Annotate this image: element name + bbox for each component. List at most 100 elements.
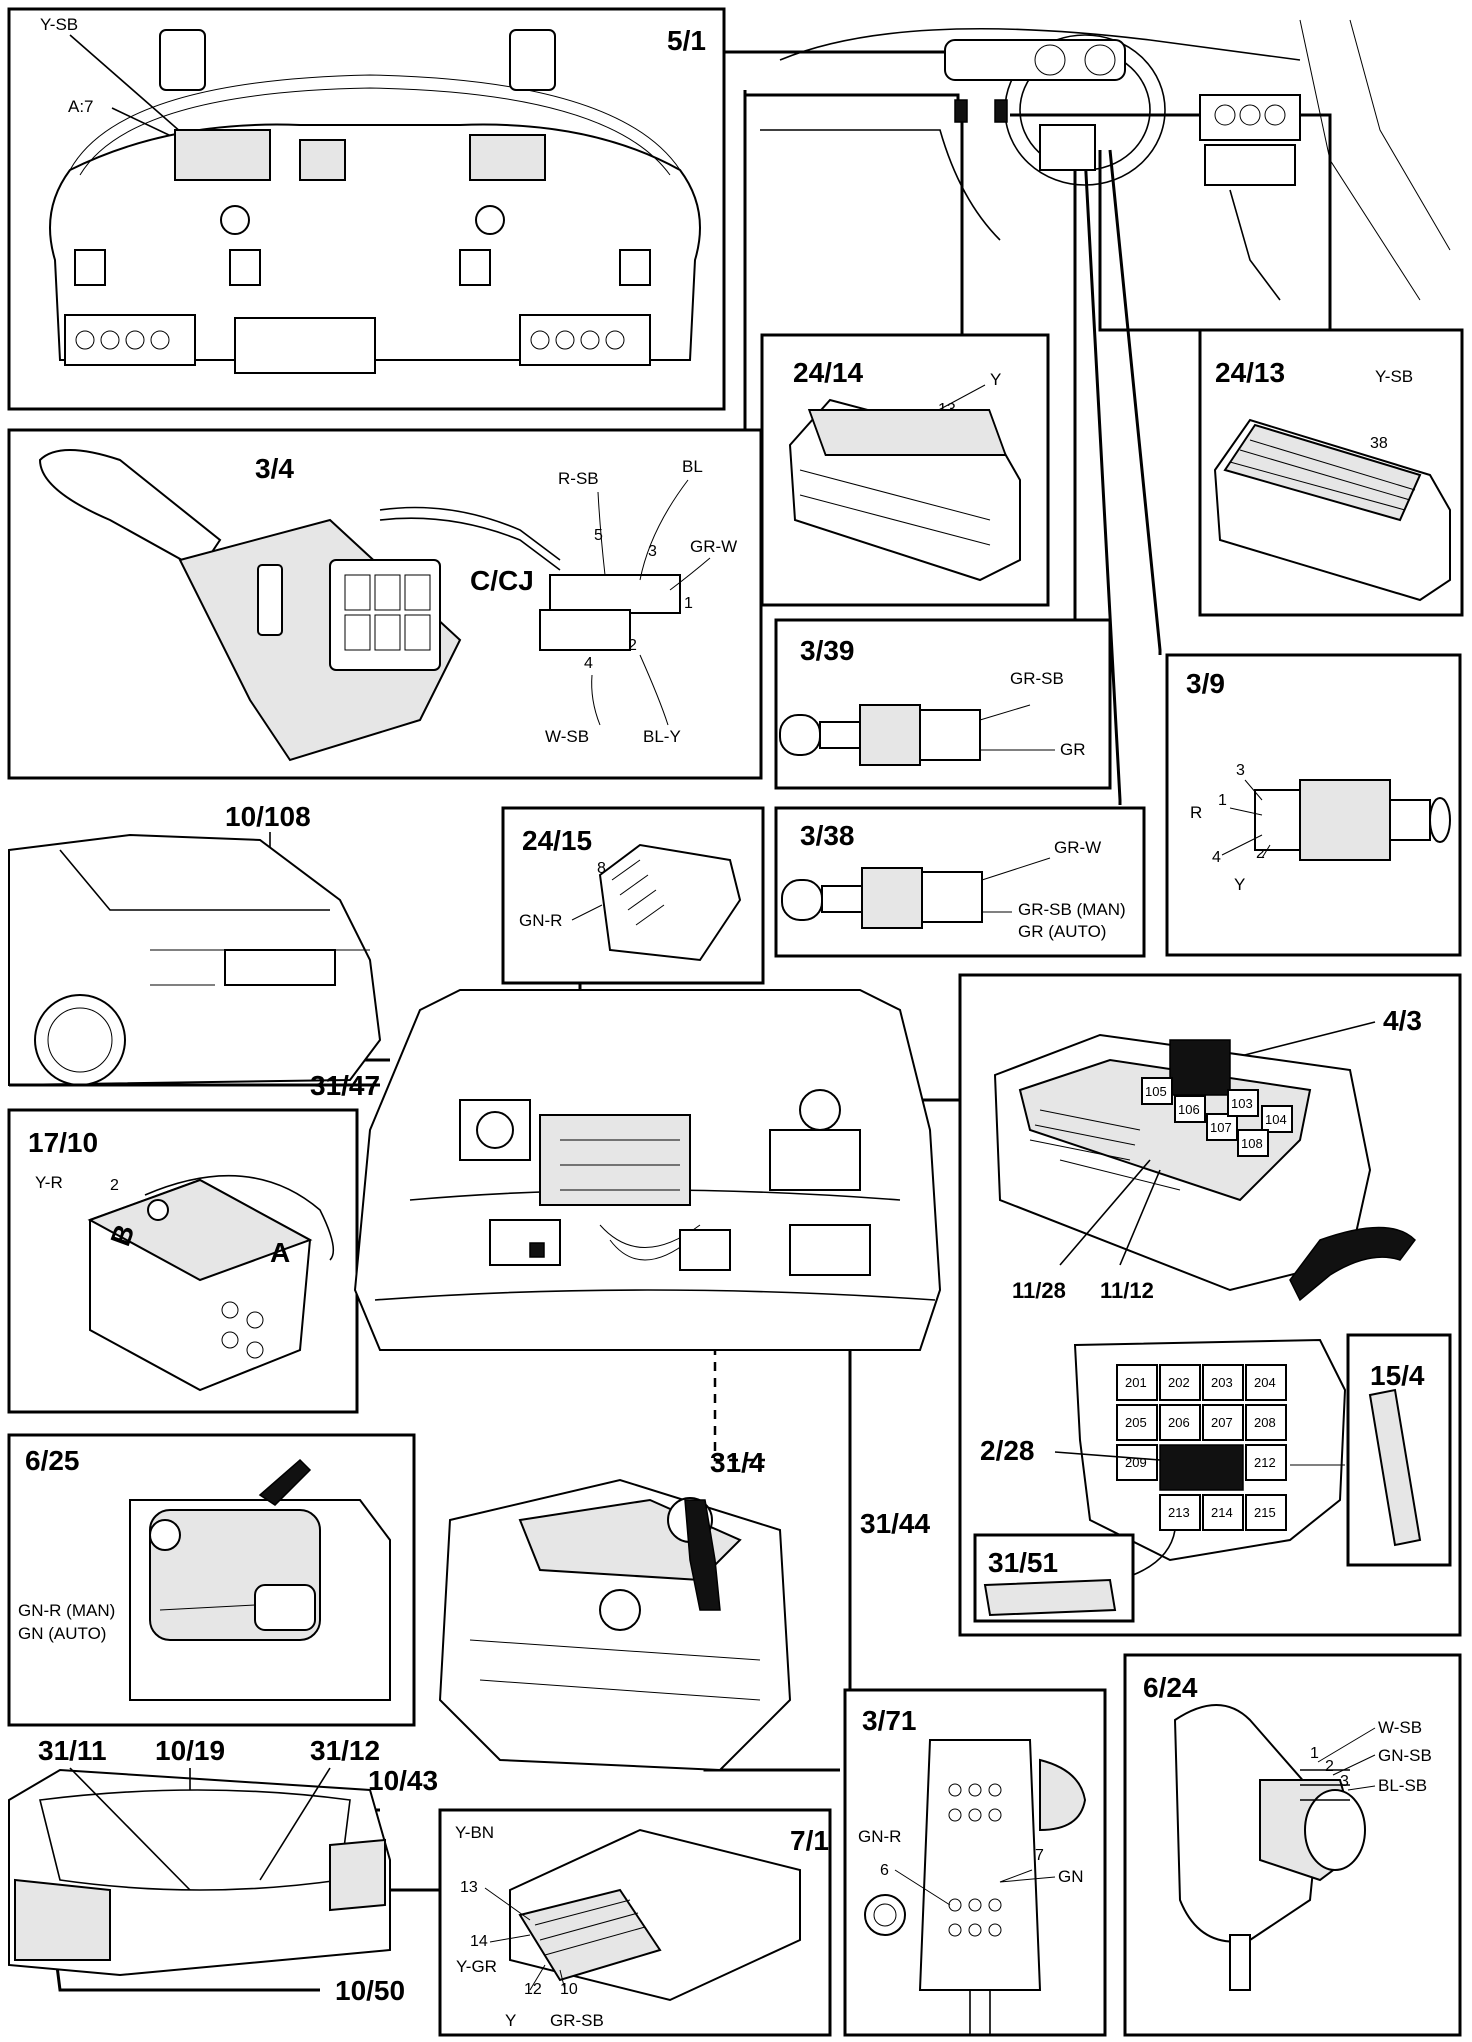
relay-215: 215 [1254, 1505, 1276, 1520]
cu-wire-y: Y [505, 2011, 516, 2030]
relay-214: 214 [1211, 1505, 1233, 1520]
sensor-pin-3: 3 [1340, 1773, 1349, 1790]
speedo-wire-gn-auto: GN (AUTO) [18, 1624, 106, 1643]
cluster-connector-left [64, 314, 196, 366]
relay-201: 201 [1125, 1375, 1147, 1390]
s39-wire-r: R [1190, 803, 1202, 822]
fuse-105: 105 [1145, 1084, 1167, 1099]
stalk-wire-bl: BL [682, 457, 703, 476]
abs-pin-2: 2 [110, 1177, 119, 1194]
relay-213: 213 [1168, 1505, 1190, 1520]
ref-10-19: 10/19 [155, 1735, 225, 1766]
selector-pin-7: 7 [1035, 1847, 1044, 1864]
fuse-11-12-label: 11/12 [1100, 1278, 1154, 1303]
cu-wire-gr-sb: GR-SB [550, 2011, 604, 2030]
ref-10-50: 10/50 [335, 1975, 405, 2006]
s338-wire-gr-sb-man: GR-SB (MAN) [1018, 900, 1126, 919]
ref-7-1: 7/1 [790, 1825, 829, 1856]
ref-31-11: 31/11 [38, 1735, 107, 1766]
relay-204: 204 [1254, 1375, 1276, 1390]
gearbox-sketch: 31/4 31/44 [438, 1447, 930, 1772]
s39-pin-4: 4 [1212, 849, 1221, 866]
ref-4-3: 4/3 [1383, 1005, 1422, 1036]
fuse-11-28-label: 11/28 [1012, 1278, 1066, 1303]
selector-wire-gn-r: GN-R [858, 1827, 901, 1846]
cu-pin-10: 10 [560, 1981, 578, 1998]
sensor-pin-2: 2 [1325, 1758, 1334, 1775]
relay-208: 208 [1254, 1415, 1276, 1430]
ref-3-71: 3/71 [862, 1705, 917, 1736]
sensor-wire-w-sb: W-SB [1378, 1718, 1422, 1737]
s39-pin-2: 2 [1256, 845, 1265, 862]
relay-206: 206 [1168, 1415, 1190, 1430]
s39-pin-1: 1 [1218, 792, 1227, 809]
selector-pin-6: 6 [880, 1862, 889, 1879]
stalk-pin-1: 1 [684, 595, 693, 612]
relay-grid: 201 202 203 204 205 206 207 208 209 212 … [1116, 1364, 1287, 1531]
ref-24-15: 24/15 [522, 825, 592, 856]
stalk-pin-3: 3 [648, 543, 657, 560]
fuse-108: 108 [1241, 1136, 1263, 1151]
ref-10-43: 10/43 [368, 1765, 438, 1796]
relay-212: 212 [1254, 1455, 1276, 1470]
panel-switch-3-38: 3/38 GR-W GR-SB (MAN) GR (AUTO) [774, 806, 1146, 958]
ref-24-13: 24/13 [1215, 357, 1285, 388]
cluster-pin-label: A:7 [68, 97, 94, 116]
ref-3-38: 3/38 [800, 820, 855, 851]
relay-205: 205 [1125, 1415, 1147, 1430]
panel-speedo-sensor: 6/25 GN-R (MAN) GN (AUTO) [7, 1433, 416, 1727]
cluster-wire-label: Y-SB [40, 15, 78, 34]
ref-3-4: 3/4 [255, 453, 294, 484]
sensor-wire-bl-sb: BL-SB [1378, 1776, 1427, 1795]
stalk-wire-r-sb: R-SB [558, 469, 599, 488]
panel-car-rear: 10/108 [8, 801, 382, 1087]
panel-connector-24-15: 24/15 8 GN-R [501, 806, 765, 985]
panel-connector-24-14: 24/14 Y 13 [760, 333, 1050, 607]
c24-15-wire: GN-R [519, 911, 562, 930]
ref-31-51: 31/51 [988, 1547, 1058, 1578]
panel-switch-3-9: 3/9 3 1 R 4 2 Y [1165, 653, 1462, 957]
sensor-pin-1: 1 [1310, 1745, 1319, 1762]
s338-wire-gr-auto: GR (AUTO) [1018, 922, 1106, 941]
c24-13-wire: Y-SB [1375, 367, 1413, 386]
panel-trunk: 31/11 10/19 31/12 10/43 10/50 [8, 1735, 438, 2006]
relay-203: 203 [1211, 1375, 1233, 1390]
ref-6-24: 6/24 [1143, 1672, 1198, 1703]
panel-abs-unit: 17/10 Y-R 2 A B [7, 1108, 359, 1414]
ref-17-10: 17/10 [28, 1127, 98, 1158]
panel-control-unit: 7/1 Y-BN 13 14 Y-GR 12 Y 10 GR-SB [438, 1808, 832, 2037]
ref-31-12: 31/12 [310, 1735, 380, 1766]
stalk-wire-bl-y: BL-Y [643, 727, 681, 746]
panel-connector-24-13: 24/13 Y-SB 38 [1198, 328, 1464, 617]
c24-15-pin: 8 [597, 860, 606, 877]
cu-wire-y-bn: Y-BN [455, 1823, 494, 1842]
ref-6-25: 6/25 [25, 1445, 80, 1476]
selector-contacts [948, 1783, 1002, 1937]
relay-207: 207 [1211, 1415, 1233, 1430]
fuse-107: 107 [1210, 1120, 1232, 1135]
ref-24-14: 24/14 [793, 357, 863, 388]
c24-14-wire: Y [990, 370, 1001, 389]
stalk-wire-w-sb: W-SB [545, 727, 589, 746]
ref-31-4: 31/4 [710, 1447, 765, 1478]
connector-c-cj-label: C/CJ [470, 565, 534, 596]
relay-box-2-28-label: 2/28 [980, 1435, 1035, 1466]
fuse-106: 106 [1178, 1102, 1200, 1117]
speedo-wire-gn-r-man: GN-R (MAN) [18, 1601, 115, 1620]
fuse-104: 104 [1265, 1112, 1287, 1127]
panel-fuse-box: 4/3 105 106 107 103 104 108 11/28 11/12 … [958, 973, 1462, 1637]
sensor-wire-gn-sb: GN-SB [1378, 1746, 1432, 1765]
ref-10-108: 10/108 [225, 801, 311, 832]
cluster-connector-right [519, 314, 651, 366]
ref-31-44: 31/44 [860, 1508, 930, 1539]
c24-13-pin: 38 [1370, 435, 1388, 452]
dashboard-sketch [760, 19, 1451, 301]
cu-pin-14: 14 [470, 1933, 488, 1950]
relay-202: 202 [1168, 1375, 1190, 1390]
panel-gear-selector: 3/71 GN-R 6 7 GN [843, 1688, 1107, 2037]
cu-pin-12: 12 [524, 1981, 542, 1998]
s39-wire-y: Y [1234, 875, 1245, 894]
fuse-grid: 105 106 107 103 104 108 [1141, 1077, 1293, 1157]
stalk-pin-5: 5 [594, 527, 603, 544]
